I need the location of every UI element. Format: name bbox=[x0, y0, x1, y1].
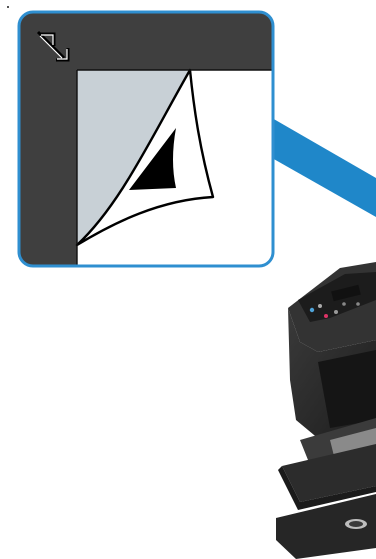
panel-button bbox=[310, 308, 314, 312]
panel-button bbox=[334, 310, 338, 314]
paper-support-hole-inner bbox=[349, 521, 363, 527]
panel-button bbox=[356, 302, 360, 306]
panel-button bbox=[324, 314, 328, 318]
callout bbox=[19, 12, 273, 266]
callout-beam bbox=[272, 118, 376, 217]
printer bbox=[276, 262, 376, 559]
panel-button bbox=[318, 304, 322, 308]
panel-button bbox=[342, 302, 346, 306]
